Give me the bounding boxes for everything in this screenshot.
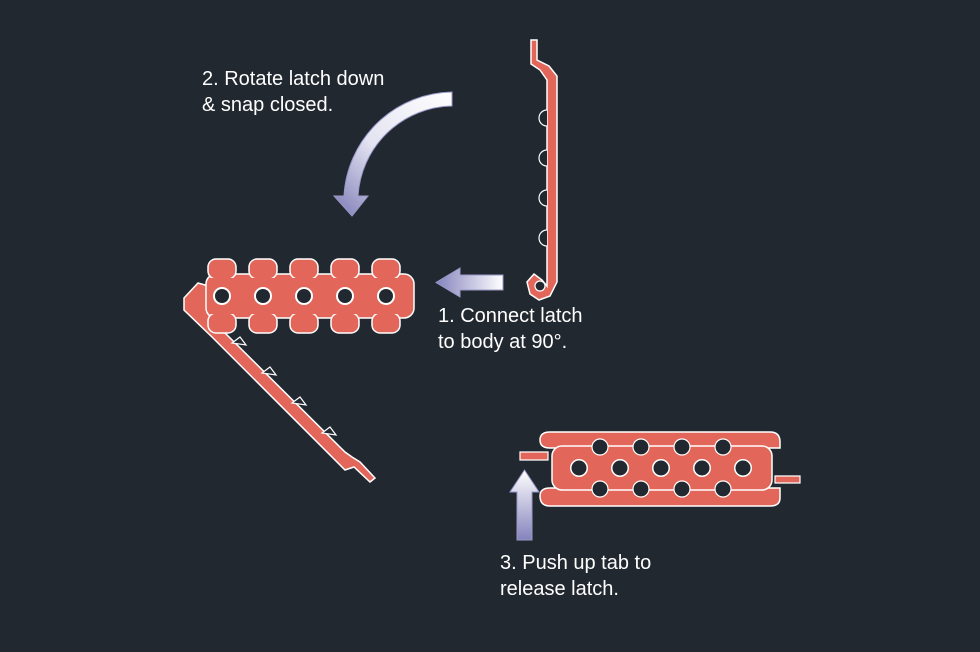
step-3-line-2: release latch. — [500, 578, 619, 600]
curved-arrow-icon — [332, 91, 453, 217]
step-1-line-1: 1. Connect latch — [438, 305, 583, 327]
step-2-label: 2. Rotate latch down & snap closed. — [202, 66, 384, 118]
left-arrow-icon — [435, 267, 504, 298]
body-with-latch — [183, 258, 415, 483]
closed-latch-assembly — [519, 431, 801, 507]
step-3-line-1: 3. Push up tab to — [500, 552, 652, 574]
up-arrow-icon — [509, 469, 540, 541]
step-1-label: 1. Connect latch to body at 90°. — [438, 303, 583, 355]
step-2-line-1: 2. Rotate latch down — [202, 68, 385, 90]
step-2-line-2: & snap closed. — [202, 94, 334, 116]
step-3-label: 3. Push up tab to release latch. — [500, 550, 651, 602]
latch-vertical — [526, 39, 558, 301]
step-1-line-2: to body at 90°. — [438, 331, 568, 353]
